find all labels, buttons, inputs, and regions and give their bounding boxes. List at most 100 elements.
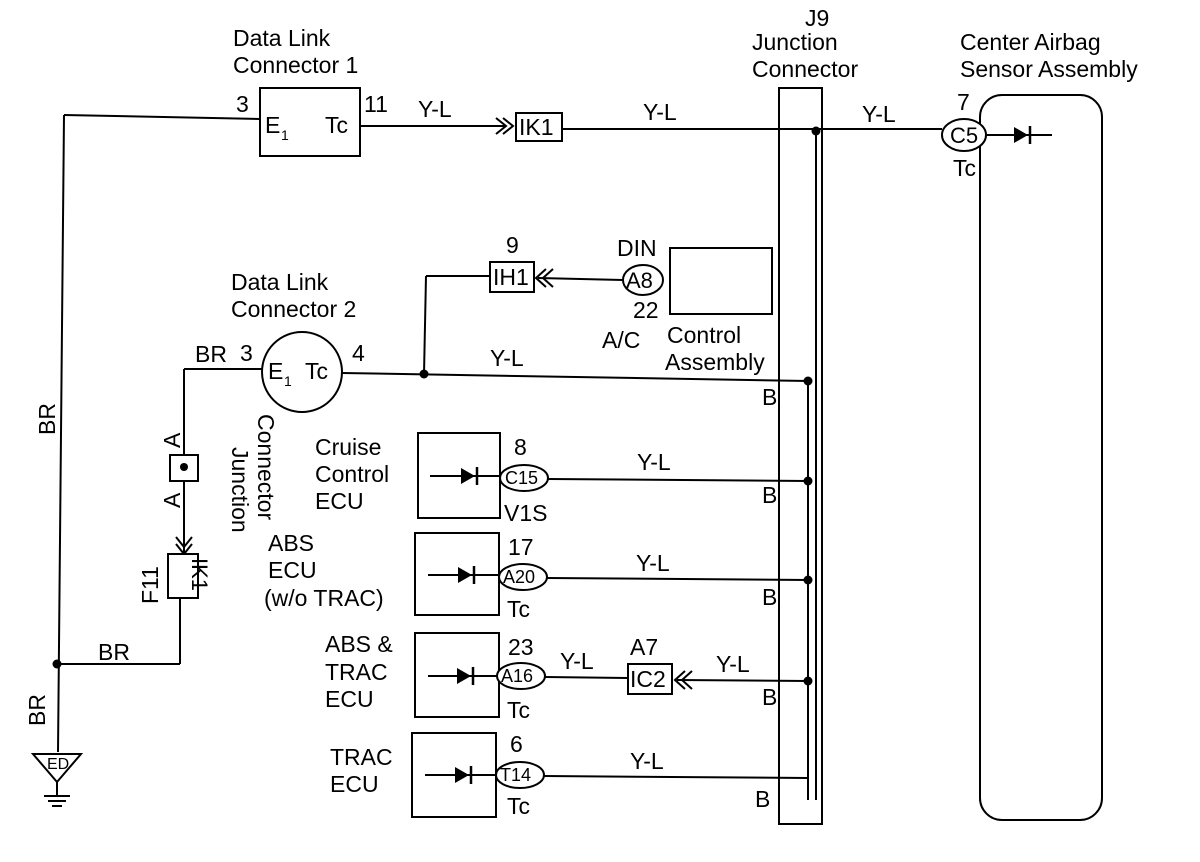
ik1-left-arrow-icon <box>175 536 193 549</box>
abs-label-line3: (w/o TRAC) <box>264 585 384 611</box>
ac-control-assembly: A8 DIN 22 A/C Control Assembly <box>602 235 773 375</box>
j9-pin-b-3: B <box>762 584 777 610</box>
connector-ic2-pin: A7 <box>630 634 658 660</box>
trac-pin: 6 <box>510 731 523 757</box>
abs-trac-label-line1: ABS & <box>325 631 393 657</box>
dlc1-term-tc: Tc <box>325 112 348 138</box>
j9-label-line2: Junction <box>752 29 838 55</box>
dlc2-term-e: E <box>268 358 283 384</box>
connector-ih1-pin: 9 <box>506 232 519 258</box>
trac-diode-icon <box>455 767 469 783</box>
abs-pin: 17 <box>508 534 534 560</box>
connector-ik1-left-label: IK1 <box>187 558 212 591</box>
ac-pin-top: DIN <box>617 235 657 261</box>
airbag-label-line1: Center Airbag <box>960 29 1101 55</box>
j9-pin-b-4: B <box>762 684 777 710</box>
airbag-label-line2: Sensor Assembly <box>960 56 1138 82</box>
dlc1-pin-right: 11 <box>364 91 388 117</box>
j9-body <box>778 87 823 825</box>
connector-ik1-top-label: IK1 <box>519 114 554 140</box>
trac-ecu: T14 6 Tc TRAC ECU <box>330 731 545 819</box>
wire-label-yl-abs-trac-2: Y-L <box>716 651 750 677</box>
dlc1-pin-left: 3 <box>236 91 249 117</box>
ac-connector-label: A8 <box>626 268 653 293</box>
ground-label: ED <box>47 756 69 773</box>
wire-abs-trac-to-j9: Y-L IC2 A7 Y-L B <box>544 634 813 710</box>
connector-ik1-left-pin: F11 <box>137 566 163 604</box>
wire-label-br-horizontal: BR <box>98 639 130 665</box>
cruise-connector-label: C15 <box>505 468 538 488</box>
ac-pin-bottom: 22 <box>633 297 659 323</box>
wire-label-yl-dlc2: Y-L <box>490 345 524 371</box>
cruise-label-line2: Control <box>315 461 389 487</box>
cruise-diode-icon <box>461 468 475 484</box>
j9-pin-b-1: B <box>762 384 777 410</box>
wire-label-br-lower: BR <box>24 694 50 726</box>
wire-label-br-vertical: BR <box>34 403 60 435</box>
abs-trac-diode-icon <box>457 668 471 684</box>
j9-label-id: J9 <box>805 5 829 31</box>
abs-trac-label-line2: TRAC <box>325 659 388 685</box>
abs-trac-label-line3: ECU <box>325 686 374 712</box>
dlc1-title-line1: Data Link <box>233 25 331 51</box>
j9-pin-b-5: B <box>755 786 770 812</box>
cruise-label-line3: ECU <box>315 488 364 514</box>
cruise-terminal: V1S <box>504 500 547 526</box>
dlc1-body <box>259 87 361 157</box>
wire-trac-to-j9: Y-L B <box>543 748 809 812</box>
wire-br-ground: BR BR BR ED <box>24 114 261 807</box>
abs-trac-terminal: Tc <box>507 697 530 723</box>
trac-connector-label: T14 <box>500 765 531 785</box>
abs-trac-connector-label: A16 <box>501 666 533 686</box>
connector-ik1-left <box>167 553 199 599</box>
cruise-pin: 8 <box>514 434 527 460</box>
dlc2-term-tc: Tc <box>305 358 328 384</box>
ih1-arrow-icon <box>534 268 547 288</box>
wire-label-yl-abs: Y-L <box>636 550 670 576</box>
left-junction-connector: BR A A Junction Connector IK1 F11 <box>137 341 279 604</box>
abs-connector-a20 <box>498 563 548 591</box>
abs-label-line2: ECU <box>268 557 317 583</box>
junction-pin-bottom: A <box>159 492 185 508</box>
trac-terminal: Tc <box>507 793 530 819</box>
dlc1-title-line2: Connector 1 <box>233 52 358 78</box>
dlc2-title-line1: Data Link <box>231 269 329 295</box>
wire-cruise-to-j9: Y-L B <box>547 449 813 508</box>
wire-label-yl-2: Y-L <box>643 99 677 125</box>
junction-pin-top: A <box>159 432 185 448</box>
airbag-pin-label: 7 <box>957 89 970 115</box>
ac-label-assembly: Assembly <box>665 349 765 375</box>
j9-splice-b4 <box>803 676 813 686</box>
data-link-connector-1: Data Link Connector 1 3 11 E 1 Tc <box>233 25 388 157</box>
j9-splice-b3 <box>803 575 813 585</box>
cruise-label-line1: Cruise <box>315 434 381 460</box>
abs-connector-label: A20 <box>503 567 535 587</box>
connector-ik1-top <box>515 112 563 142</box>
j9-splice-b2 <box>803 476 813 486</box>
ac-label-control: Control <box>667 322 741 348</box>
wire-label-yl-abs-trac-1: Y-L <box>560 648 594 674</box>
airbag-connector-label: C5 <box>950 123 978 148</box>
wire-label-yl-1: Y-L <box>418 96 452 122</box>
dlc2-pin-right: 4 <box>352 340 365 366</box>
dlc2-term-e-sub: 1 <box>284 373 292 389</box>
connector-ih1-label: IH1 <box>493 264 529 290</box>
j9-pin-b-2: B <box>762 482 777 508</box>
wire-label-yl-trac: Y-L <box>630 748 664 774</box>
ac-label-ac: A/C <box>602 327 640 353</box>
j9-junction-connector: J9 Junction Connector <box>752 5 858 825</box>
connector-ic2-label: IC2 <box>630 666 666 692</box>
j9-splice-top <box>811 126 821 136</box>
abs-terminal: Tc <box>507 596 530 622</box>
ik1-top-arrow-icon <box>495 117 508 135</box>
airbag-sensor-assembly: Center Airbag Sensor Assembly C5 7 Tc <box>941 29 1138 821</box>
abs-ecu: A20 17 Tc ABS ECU (w/o TRAC) <box>264 530 548 622</box>
junction-label-line2: Connector <box>253 414 279 520</box>
cruise-connector-c15 <box>499 464 549 492</box>
airbag-terminal-label: Tc <box>953 155 976 181</box>
abs-diode-icon <box>458 567 472 583</box>
dlc2-pin-left: 3 <box>240 340 253 366</box>
wire-label-yl-cruise: Y-L <box>637 449 671 475</box>
